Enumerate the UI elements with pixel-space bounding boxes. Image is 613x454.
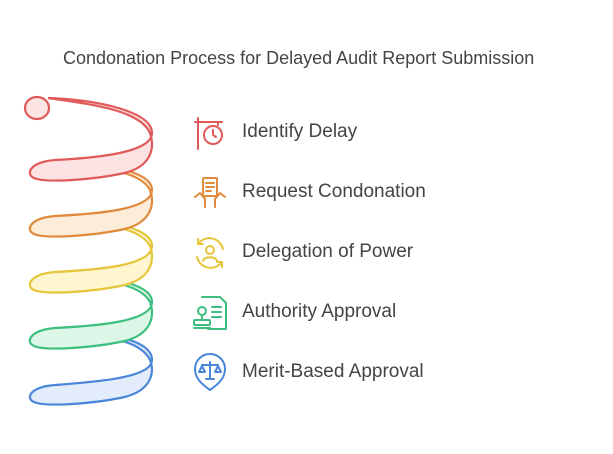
step-label: Request Condonation <box>242 181 426 202</box>
document-stamp-icon <box>193 296 227 330</box>
page-title: Condonation Process for Delayed Audit Re… <box>63 48 535 68</box>
coil-top-end <box>23 95 51 121</box>
step-delegation-of-power: Delegation of Power <box>190 233 590 273</box>
step-label: Identify Delay <box>242 121 358 142</box>
step-label: Delegation of Power <box>242 241 414 262</box>
coil-merit-based-approval <box>28 332 154 406</box>
coil-request-condonation <box>28 163 154 238</box>
coil-delegation-of-power <box>28 219 154 294</box>
step-request-condonation: Request Condonation <box>190 173 590 213</box>
user-delegation-icon <box>196 237 224 269</box>
clock-signpost-icon <box>194 117 223 150</box>
coil-identify-delay <box>28 96 154 182</box>
step-identify-delay: Identify Delay <box>190 113 590 153</box>
coil-authority-approval <box>28 275 154 350</box>
scales-badge-icon <box>194 353 226 391</box>
step-authority-approval: Authority Approval <box>190 293 590 333</box>
step-merit-based-approval: Merit-Based Approval <box>190 353 590 393</box>
hand-holding-document-icon <box>194 177 226 208</box>
step-label: Merit-Based Approval <box>242 361 424 382</box>
step-label: Authority Approval <box>242 301 397 322</box>
